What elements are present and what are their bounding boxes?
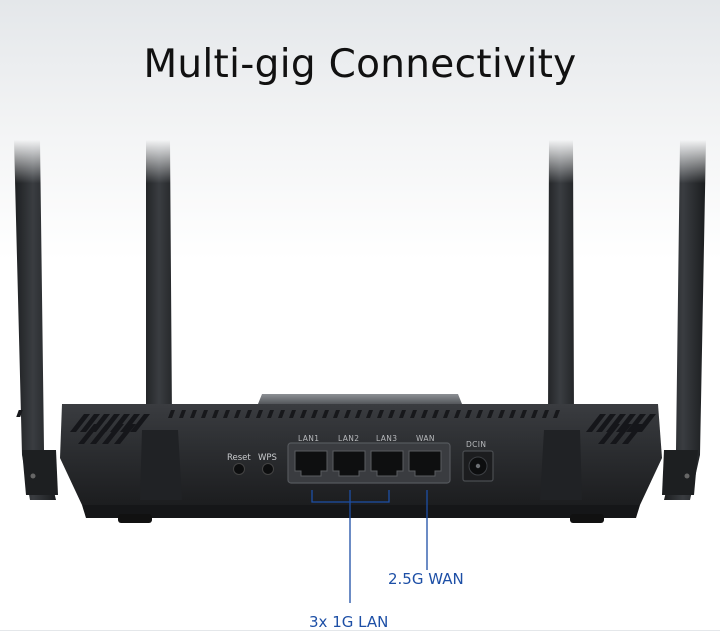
antenna-outer-left — [14, 140, 56, 500]
dc-in-label: DCIN — [466, 440, 487, 449]
wan-callout: 2.5G WAN — [388, 570, 464, 588]
port-label-lan1: LAN1 — [298, 434, 320, 443]
antenna-outer-right — [664, 140, 706, 500]
vent-left — [70, 414, 150, 444]
vent-right — [586, 414, 656, 444]
ethernet-port-4 — [408, 450, 442, 477]
router-top-plate — [258, 394, 462, 404]
reset-label: Reset — [227, 453, 251, 463]
vent-top — [16, 410, 23, 417]
headline: Multi-gig Connectivity — [143, 42, 577, 87]
wps-button — [262, 463, 274, 475]
port-label-lan3: LAN3 — [376, 434, 398, 443]
ethernet-ports — [294, 450, 442, 477]
port-label-wan: WAN — [416, 434, 435, 443]
reset-button — [233, 463, 245, 475]
callout-lines — [311, 490, 428, 603]
ethernet-port-2 — [332, 450, 366, 477]
ethernet-port-3 — [370, 450, 404, 477]
lan-callout: 3x 1G LAN — [309, 613, 389, 631]
port-label-lan2: LAN2 — [338, 434, 360, 443]
ethernet-port-1 — [294, 450, 328, 477]
wps-label: WPS — [258, 453, 277, 463]
